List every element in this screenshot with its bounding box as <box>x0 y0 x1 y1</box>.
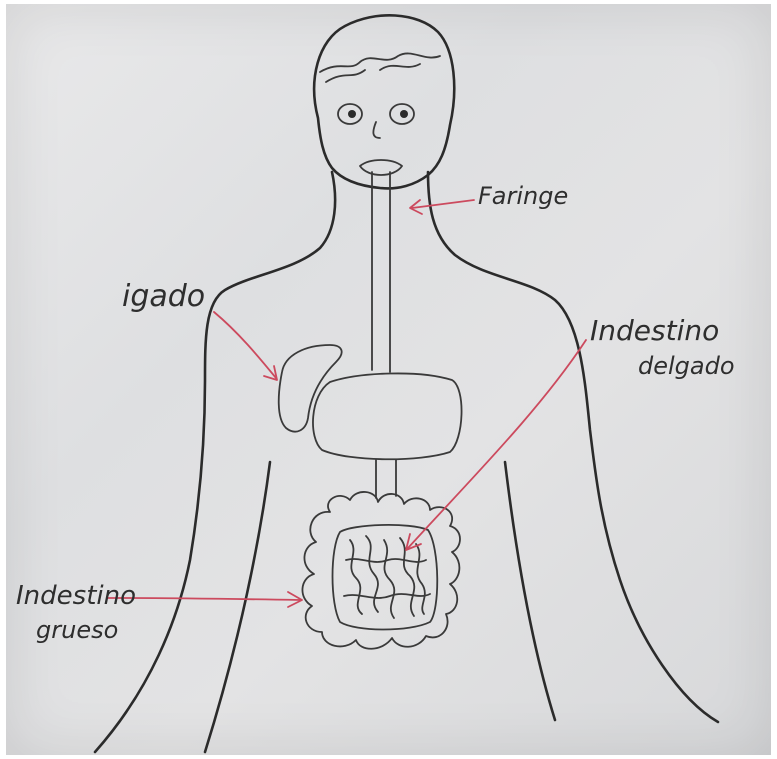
left-inner-arm <box>205 462 270 752</box>
arrow-intestino-grueso <box>108 592 302 607</box>
right-pupil <box>400 110 408 118</box>
body-left-outline <box>95 172 335 752</box>
duodenum <box>376 460 396 498</box>
mouth <box>360 160 402 175</box>
arrow-faringe <box>410 200 474 214</box>
label-intestino-delgado-2: delgado <box>638 352 735 380</box>
head <box>314 15 454 188</box>
label-intestino-delgado-1: Indestino <box>590 314 719 347</box>
body-right-outline <box>428 172 718 722</box>
hair <box>320 53 440 82</box>
label-faringe: Faringe <box>478 182 568 210</box>
label-higado: igado <box>122 279 205 314</box>
arrow-intestino-delgado <box>406 340 586 550</box>
nose <box>373 122 380 138</box>
small-intestine <box>344 536 430 618</box>
left-pupil <box>348 110 356 118</box>
liver <box>279 345 342 432</box>
head-outline <box>314 15 454 188</box>
arrow-higado <box>214 312 277 380</box>
label-intestino-grueso-1: Indestino <box>16 581 136 611</box>
label-intestino-grueso-2: grueso <box>36 616 118 644</box>
right-inner-arm <box>505 462 555 720</box>
pharynx-tube <box>372 172 390 372</box>
stomach <box>313 373 462 459</box>
